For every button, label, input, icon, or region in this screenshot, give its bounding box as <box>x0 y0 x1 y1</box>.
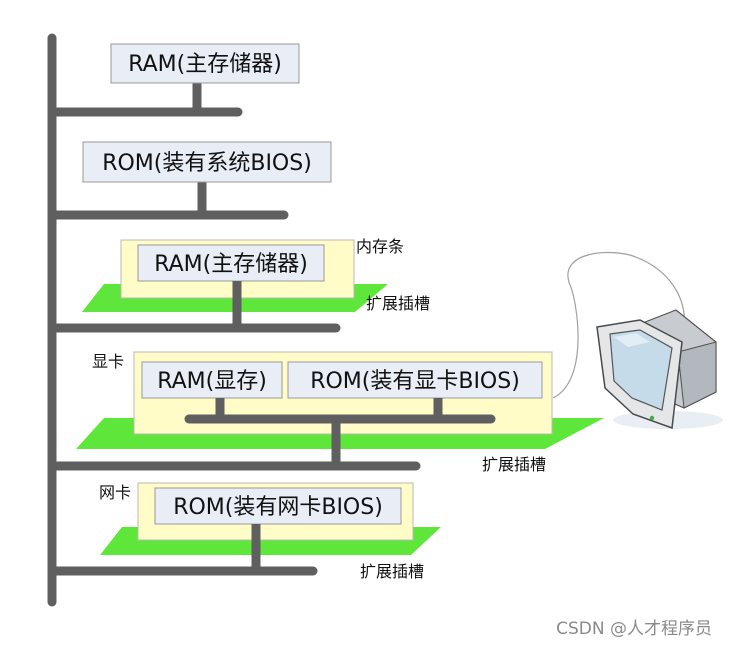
monitor-cable <box>552 251 685 399</box>
ram-video-chip <box>141 361 283 399</box>
monitor-power-led <box>649 415 655 421</box>
rom-bios-label: ROM(装有系统BIOS) <box>102 151 312 176</box>
ram-main-2-chip <box>137 244 325 282</box>
expansion-slot-3-label: 扩展插槽 <box>360 562 424 581</box>
memory-stick-group: RAM(主存储器) 内存条 扩展插槽 <box>47 237 430 333</box>
watermark: CSDN @人才程序员 <box>556 619 712 639</box>
rom-bios-group: ROM(装有系统BIOS) <box>47 141 332 220</box>
ram-main-1-chip <box>110 43 300 84</box>
graphics-card-label: 显卡 <box>92 352 124 371</box>
graphics-card-group: RAM(显存) ROM(装有显卡BIOS) 显卡 扩展插槽 <box>47 251 685 474</box>
memory-stick-label: 内存条 <box>356 237 404 256</box>
monitor-back <box>677 341 717 409</box>
ram-main-1-group: RAM(主存储器) <box>47 43 300 117</box>
ram-main-2-label: RAM(主存储器) <box>154 252 308 277</box>
monitor-icon <box>596 309 723 430</box>
expansion-slot-1-label: 扩展插槽 <box>366 294 430 313</box>
rom-video-label: ROM(装有显卡BIOS) <box>310 369 520 394</box>
rom-net-chip <box>154 487 402 525</box>
ram-main-1-label: RAM(主存储器) <box>128 52 282 77</box>
rom-bios-chip <box>82 141 332 183</box>
rom-net-label: ROM(装有网卡BIOS) <box>173 495 383 520</box>
network-card-group: ROM(装有网卡BIOS) 网卡 扩展插槽 <box>47 482 441 581</box>
rom-video-chip <box>287 361 543 399</box>
expansion-slot-2-label: 扩展插槽 <box>482 455 546 474</box>
monitor-glare <box>614 333 650 347</box>
network-card-label: 网卡 <box>99 483 131 502</box>
ram-video-label: RAM(显存) <box>157 369 267 394</box>
monitor-screen <box>609 329 673 411</box>
